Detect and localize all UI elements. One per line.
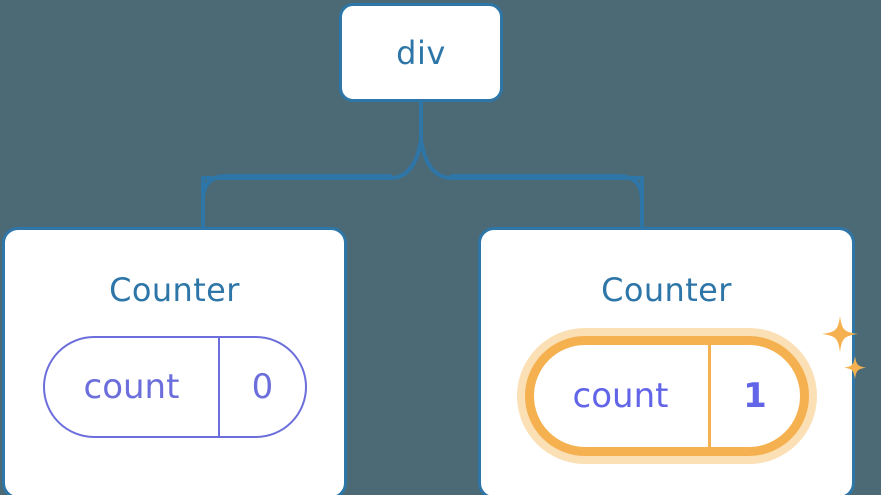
connector-right-elbow — [450, 174, 644, 229]
sparkle-small-icon — [843, 356, 866, 379]
state-pill-left[interactable]: count 0 — [42, 336, 307, 438]
div-node[interactable]: div — [339, 3, 503, 102]
state-pill-right-key: count — [572, 376, 669, 416]
state-pill-wrapper-left: count 0 — [42, 336, 307, 438]
counter-node-right[interactable]: Counter count 1 — [478, 227, 866, 495]
counter-node-right-title: Counter — [601, 271, 732, 309]
state-pill-left-key: count — [83, 367, 180, 407]
state-pill-wrapper-right: count 1 — [524, 316, 866, 456]
connector-bus — [201, 138, 644, 180]
connector-left-elbow — [201, 174, 392, 229]
counter-node-left-title: Counter — [109, 271, 240, 309]
sparkle-group — [821, 316, 866, 379]
state-pill-right[interactable]: count 1 — [524, 336, 809, 456]
sparkle-large-icon — [821, 316, 858, 352]
counter-node-left[interactable]: Counter count 0 — [2, 227, 347, 495]
state-pill-left-value: 0 — [218, 338, 304, 436]
state-pill-right-value: 1 — [707, 345, 800, 447]
div-node-label: div — [396, 33, 446, 72]
